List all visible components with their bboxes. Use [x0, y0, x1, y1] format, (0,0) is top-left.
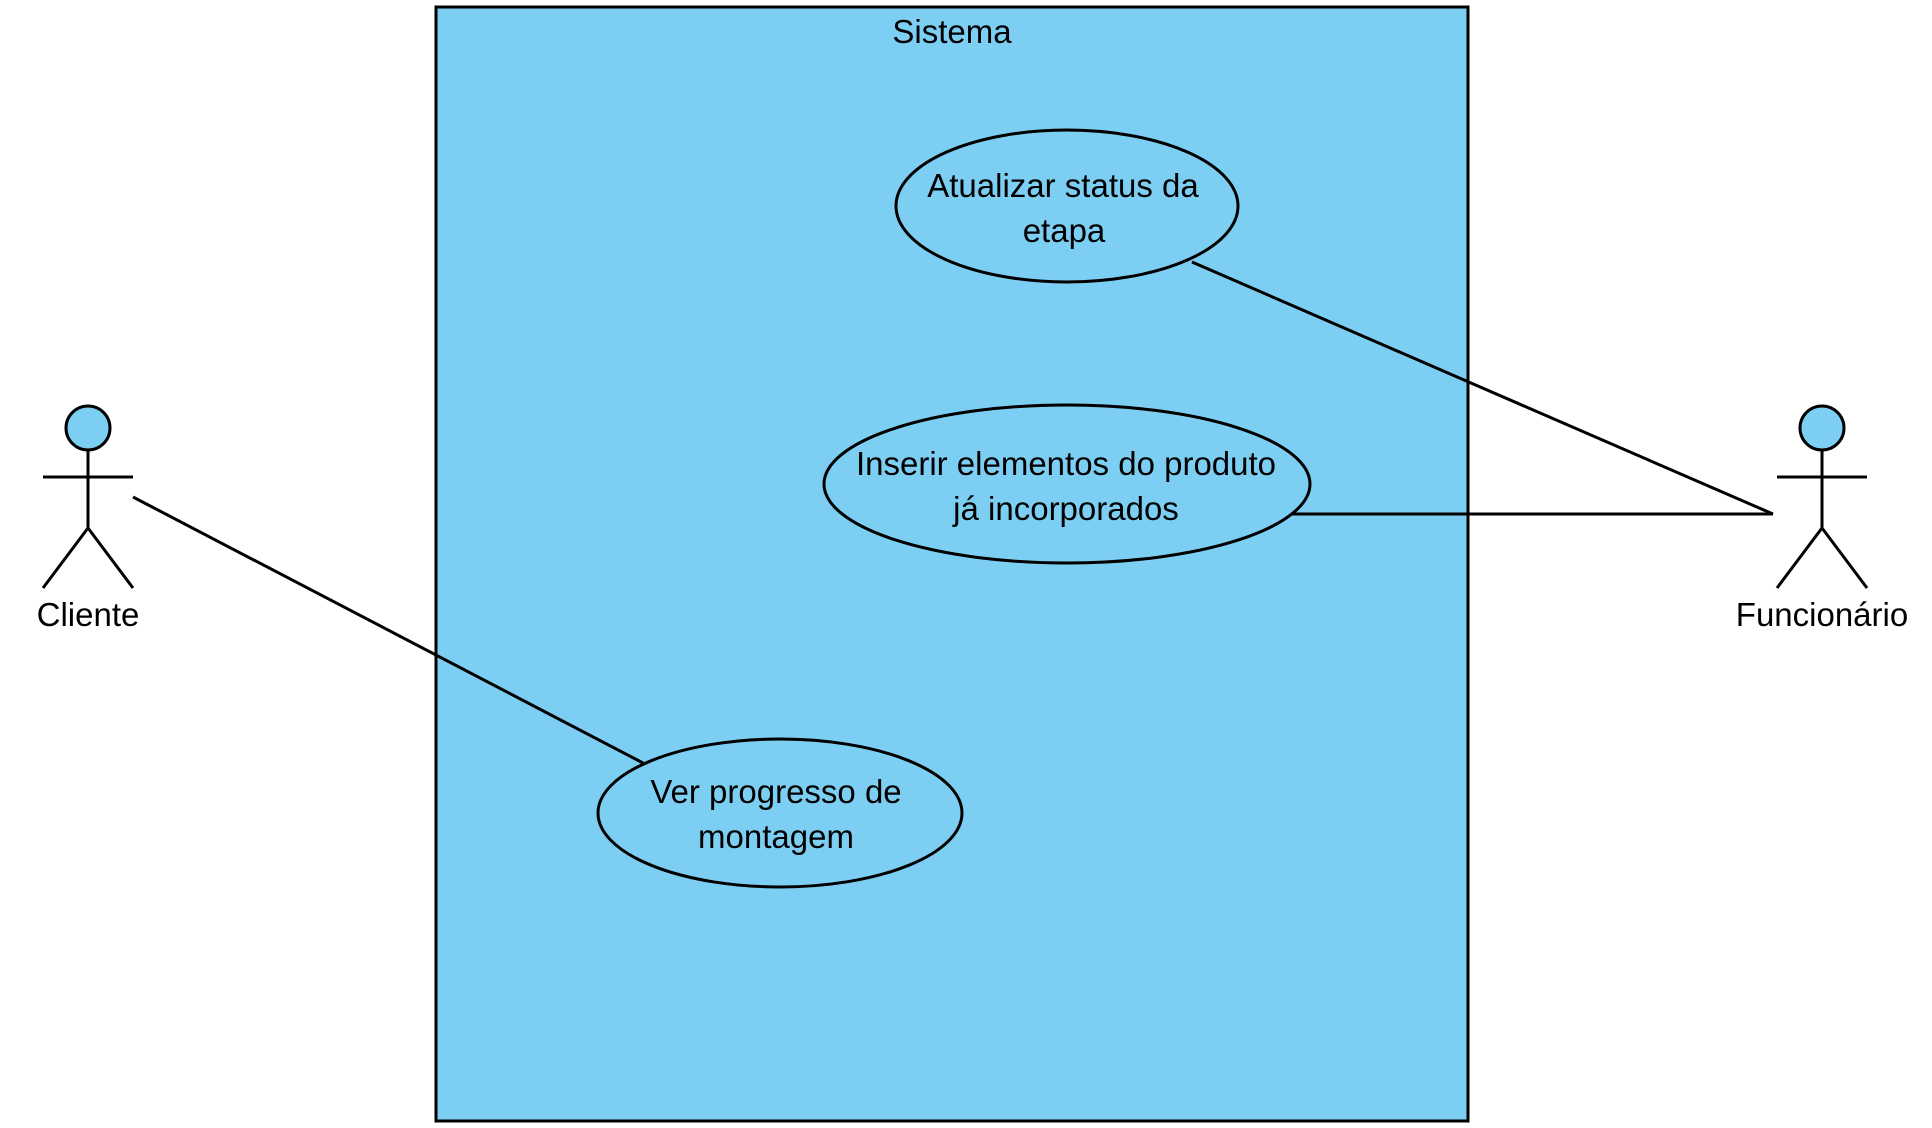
use-case-label: Ver progresso de [650, 773, 901, 810]
actor-cliente[interactable]: Cliente [37, 404, 140, 633]
use-case-atualizar-status[interactable]: Atualizar status da etapa [894, 128, 1240, 284]
association-funcionario-atualizar-status[interactable] [1191, 260, 1774, 516]
actor-label: Cliente [37, 596, 140, 633]
use-case-label: já incorporados [952, 490, 1179, 527]
actor-head [64, 404, 112, 452]
actor-left-leg [1775, 527, 1824, 589]
use-case-label: Inserir elementos do produto [856, 445, 1276, 482]
actor-right-leg [1820, 527, 1869, 589]
use-case-ver-progresso[interactable]: Ver progresso de montagem [596, 737, 964, 889]
association-cliente-ver-progresso[interactable] [132, 495, 644, 765]
use-case-label: montagem [698, 818, 854, 855]
actor-right-leg [86, 527, 135, 589]
use-case-label: Atualizar status da [927, 167, 1199, 204]
actor-funcionario[interactable]: Funcionário [1736, 404, 1908, 633]
actor-left-leg [41, 527, 90, 589]
actor-head [1798, 404, 1846, 452]
system-title: Sistema [892, 13, 1012, 50]
use-case-label: etapa [1023, 212, 1106, 249]
actor-label: Funcionário [1736, 596, 1908, 633]
use-case-inserir-elementos[interactable]: Inserir elementos do produto já incorpor… [822, 403, 1312, 565]
